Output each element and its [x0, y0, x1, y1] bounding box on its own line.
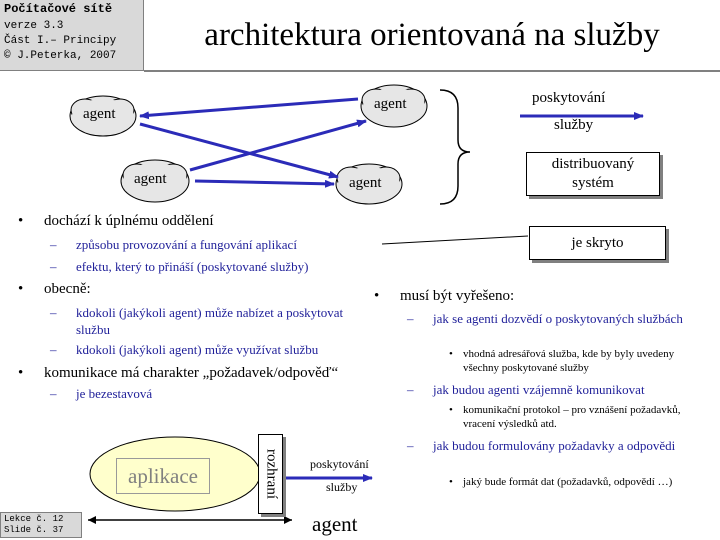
agent-cloud-bottom-left [120, 159, 190, 203]
sub-bullet-use: kdokoli (jakýkoli agent) může využívat s… [50, 342, 318, 358]
lecture-number: Lekce č. 12 [4, 514, 64, 524]
brace [439, 89, 471, 205]
bullet-to-solve: musí být vyřešeno: [374, 288, 514, 305]
agent-label-top-right: agent [374, 96, 407, 112]
distributed-system-box: distribuovaný systém [526, 152, 660, 196]
page-title: architektura orientovaná na služby [204, 16, 660, 53]
bullet-communication: komunikace má charakter „požadavek/odpov… [18, 365, 338, 382]
service-label-top-1: poskytování [532, 90, 606, 106]
agent-label-bottom: agent [312, 512, 358, 536]
sub-bullet-effect: efektu, který to přináší (poskytované sl… [50, 259, 308, 275]
arrow-to-top-right [189, 119, 367, 172]
header-divider [144, 70, 720, 72]
agent-label-bottom-left: agent [134, 171, 167, 187]
distributed-line-2: systém [572, 175, 614, 191]
sub-bullet-stateless: je bezestavová [50, 386, 152, 402]
hidden-pointer-line [381, 235, 529, 245]
service-label-bottom-1: poskytování [310, 457, 369, 471]
detail-data-format: jaký bude formát dat (požadavků, odpověd… [449, 475, 708, 489]
agent-label-top-left: agent [83, 106, 116, 122]
bullet-general: obecně: [18, 281, 90, 298]
sub-bullet-operation: způsobu provozování a fungování aplikací [50, 237, 297, 253]
slide-number: Slide č. 37 [4, 525, 64, 535]
author-label: © J.Peterka, 2007 [4, 50, 117, 62]
service-label-bottom-2: služby [326, 480, 358, 494]
sub-bullet-communicate: jak budou agenti vzájemně komunikovat [407, 382, 645, 398]
arrow-to-top-left [139, 97, 359, 120]
agent-label-bottom-right: agent [349, 175, 382, 191]
application-box: aplikace [116, 458, 210, 494]
header-info-box: Počítačové sítě verze 3.3 Část I.– Princ… [0, 0, 144, 71]
sub-bullet-discovery: jak se agenti dozvědí o poskytovaných sl… [407, 310, 693, 327]
version-label: verze 3.3 [4, 20, 64, 32]
bullet-separation: dochází k úplnému oddělení [18, 213, 213, 230]
agent-cloud-bottom-right [335, 163, 403, 205]
distributed-line-1: distribuovaný [551, 156, 635, 172]
interface-label: rozhraní [263, 449, 279, 499]
slide-number-box: Lekce č. 12 Slide č. 37 [0, 512, 82, 538]
part-label: Část I.– Principy [4, 35, 117, 47]
detail-directory: vhodná adresářová služba, kde by byly uv… [449, 347, 688, 375]
hidden-box: je skryto [529, 226, 666, 260]
course-name: Počítačové sítě [4, 2, 113, 16]
arrow-to-bottom-right-1 [139, 122, 339, 179]
detail-protocol: komunikační protokol – pro vznášení poža… [449, 403, 688, 431]
agent-cloud-top-right [360, 84, 428, 128]
arrow-to-bottom-right-2 [194, 179, 335, 188]
service-label-top-2: služby [554, 117, 594, 133]
sub-bullet-format: jak budou formulovány požadavky a odpově… [407, 437, 693, 454]
agent-cloud-top-left [69, 95, 137, 137]
sub-bullet-offer: kdokoli (jakýkoli agent) může nabízet a … [50, 304, 346, 338]
interface-box: rozhraní [258, 434, 283, 514]
